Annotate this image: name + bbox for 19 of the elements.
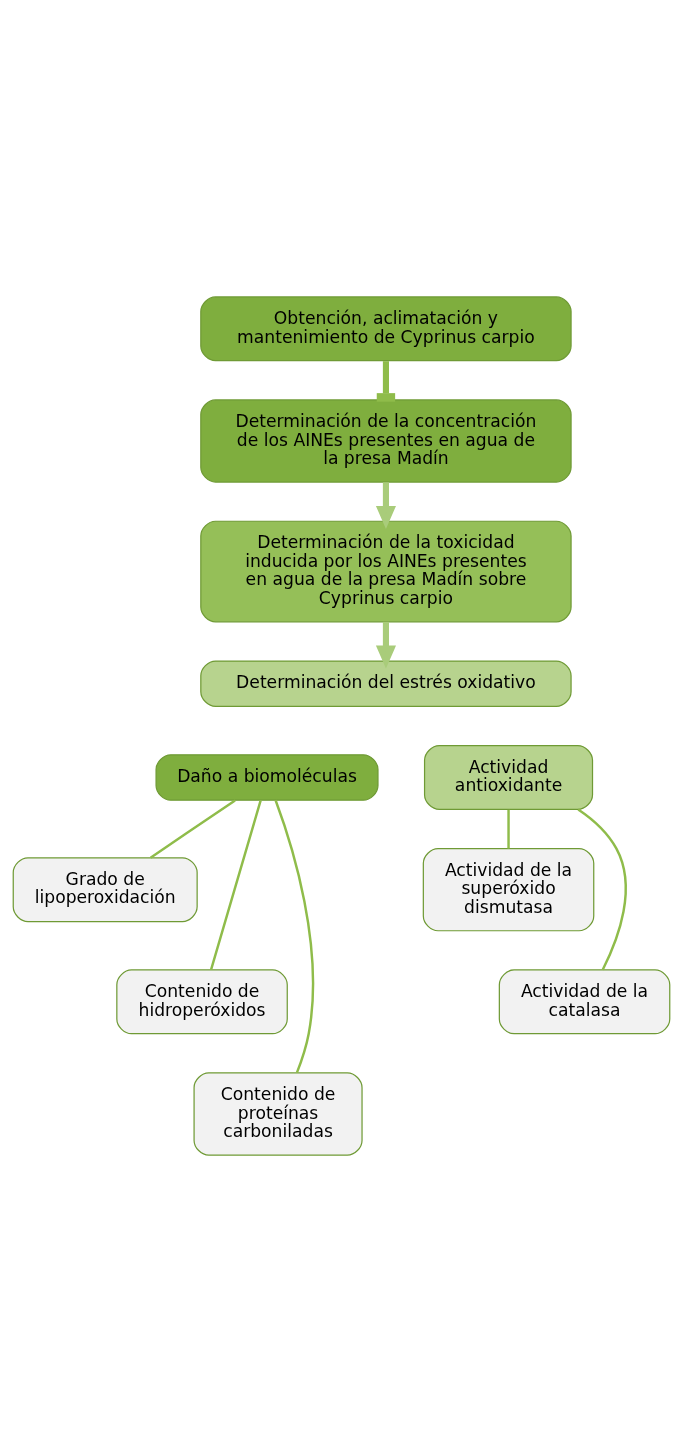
- node-box: Daño a biomoléculas: [155, 753, 379, 801]
- connector: [376, 360, 396, 402]
- node-box: Actividad de la catalasa: [498, 968, 671, 1034]
- node-box: Determinación del estrés oxidativo: [200, 659, 572, 707]
- node-box: Contenido de proteínas carboniladas: [193, 1071, 363, 1156]
- connector: [577, 807, 627, 970]
- node-box: Obtención, aclimatación y mantenimiento de Cyprinus carpio: [200, 295, 572, 361]
- node-box: Determinación de la concentración de los AINEs presentes en agua de la presa Madín: [200, 398, 572, 483]
- connector: [149, 798, 236, 859]
- node-box: Actividad antioxidante: [423, 744, 594, 810]
- node-box: Determinación de la toxicidad inducida por los AINEs presentes en agua de la presa Madín sobre Cyprinus carpio: [200, 520, 572, 622]
- arrow: [375, 621, 396, 669]
- node-box: Actividad de la superóxido dismutasa: [422, 847, 595, 931]
- node-box: Contenido de hidroperóxidos: [116, 968, 288, 1034]
- arrow: [375, 481, 396, 529]
- connector: [274, 799, 315, 1073]
- connector: [209, 799, 262, 970]
- connector: [507, 809, 510, 849]
- node-box: Grado de lipoperoxidación: [12, 856, 198, 922]
